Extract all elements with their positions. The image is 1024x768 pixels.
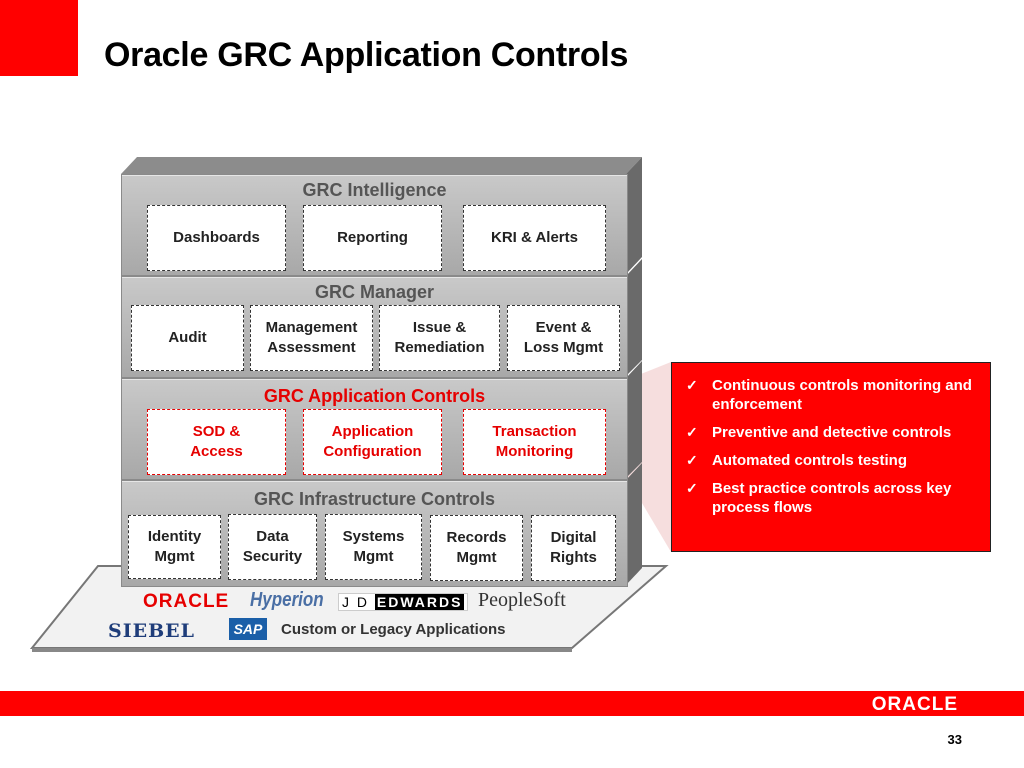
box-transaction-monitoring: Transaction Monitoring: [463, 409, 606, 475]
stack-side-1: [626, 157, 642, 274]
box-kri-alerts: KRI & Alerts: [463, 205, 606, 271]
benefit-item: ✓ Preventive and detective controls: [686, 423, 978, 442]
layer-grc-application-controls: GRC Application Controls SOD & Access Ap…: [121, 378, 628, 480]
layer-title-intelligence: GRC Intelligence: [302, 180, 447, 200]
layer-title-manager: GRC Manager: [314, 282, 435, 302]
box-identity-mgmt: Identity Mgmt: [128, 515, 221, 579]
footer-bar: [0, 691, 1024, 716]
layer-grc-infrastructure-controls: GRC Infrastructure Controls Identity Mgm…: [121, 480, 628, 587]
checkmark-icon: ✓: [686, 480, 698, 496]
checkmark-icon: ✓: [686, 452, 698, 468]
box-application-configuration: Application Configuration: [303, 409, 442, 475]
box-management-assessment: Management Assessment: [250, 305, 373, 371]
red-corner-accent: [0, 0, 78, 76]
jde-edwards: EDWARDS: [374, 594, 465, 610]
hyperion-logo: Hyperion: [250, 589, 324, 611]
box-records-mgmt: Records Mgmt: [430, 515, 523, 581]
box-event-loss-mgmt: Event & Loss Mgmt: [507, 305, 620, 371]
benefit-text: Preventive and detective controls: [712, 424, 952, 441]
stack-side-3: [626, 361, 642, 478]
box-digital-rights: Digital Rights: [531, 515, 616, 581]
oracle-logo: ORACLE: [143, 591, 230, 612]
box-dashboards: Dashboards: [147, 205, 286, 271]
slide-title: Oracle GRC Application Controls: [104, 36, 629, 74]
benefits-callout: ✓ Continuous controls monitoring and enfo…: [671, 362, 991, 552]
layer-title-app-controls: GRC Application Controls: [263, 386, 486, 406]
jde-prefix: J D: [342, 594, 369, 610]
platform-edge: [32, 648, 572, 652]
peoplesoft-logo: PeopleSoft: [478, 589, 566, 611]
benefit-text: Best practice controls across key proces…: [712, 480, 952, 516]
sap-logo: SAP: [229, 618, 267, 640]
box-sod-access: SOD & Access: [147, 409, 286, 475]
benefit-item: ✓ Automated controls testing: [686, 451, 978, 470]
benefits-list: ✓ Continuous controls monitoring and enfo…: [686, 376, 978, 517]
box-reporting: Reporting: [303, 205, 442, 271]
page-number: 33: [947, 732, 962, 747]
benefit-text: Continuous controls monitoring and enfor…: [712, 377, 972, 413]
benefit-item: ✓ Continuous controls monitoring and enfo…: [686, 376, 978, 414]
siebel-logo: SIEBEL: [108, 620, 195, 642]
jd-edwards-logo: J D EDWARDS: [338, 593, 469, 611]
benefit-item: ✓ Best practice controls across key proce…: [686, 479, 978, 517]
layer-grc-manager: GRC Manager Audit Management Assessment …: [121, 276, 628, 378]
checkmark-icon: ✓: [686, 377, 698, 393]
custom-legacy-label: Custom or Legacy Applications: [281, 621, 506, 638]
checkmark-icon: ✓: [686, 424, 698, 440]
footer-oracle-logo: ORACLE: [871, 694, 958, 715]
stack-side-2: [626, 259, 642, 376]
stack-side-4: [626, 463, 642, 585]
box-audit: Audit: [131, 305, 244, 371]
benefit-text: Automated controls testing: [712, 452, 908, 469]
box-data-security: Data Security: [228, 514, 317, 580]
layer-grc-intelligence: GRC Intelligence Dashboards Reporting KR…: [121, 174, 628, 276]
stack-top-face: [121, 157, 642, 174]
box-systems-mgmt: Systems Mgmt: [325, 514, 422, 580]
box-issue-remediation: Issue & Remediation: [379, 305, 500, 371]
layer-title-infrastructure: GRC Infrastructure Controls: [253, 489, 496, 509]
